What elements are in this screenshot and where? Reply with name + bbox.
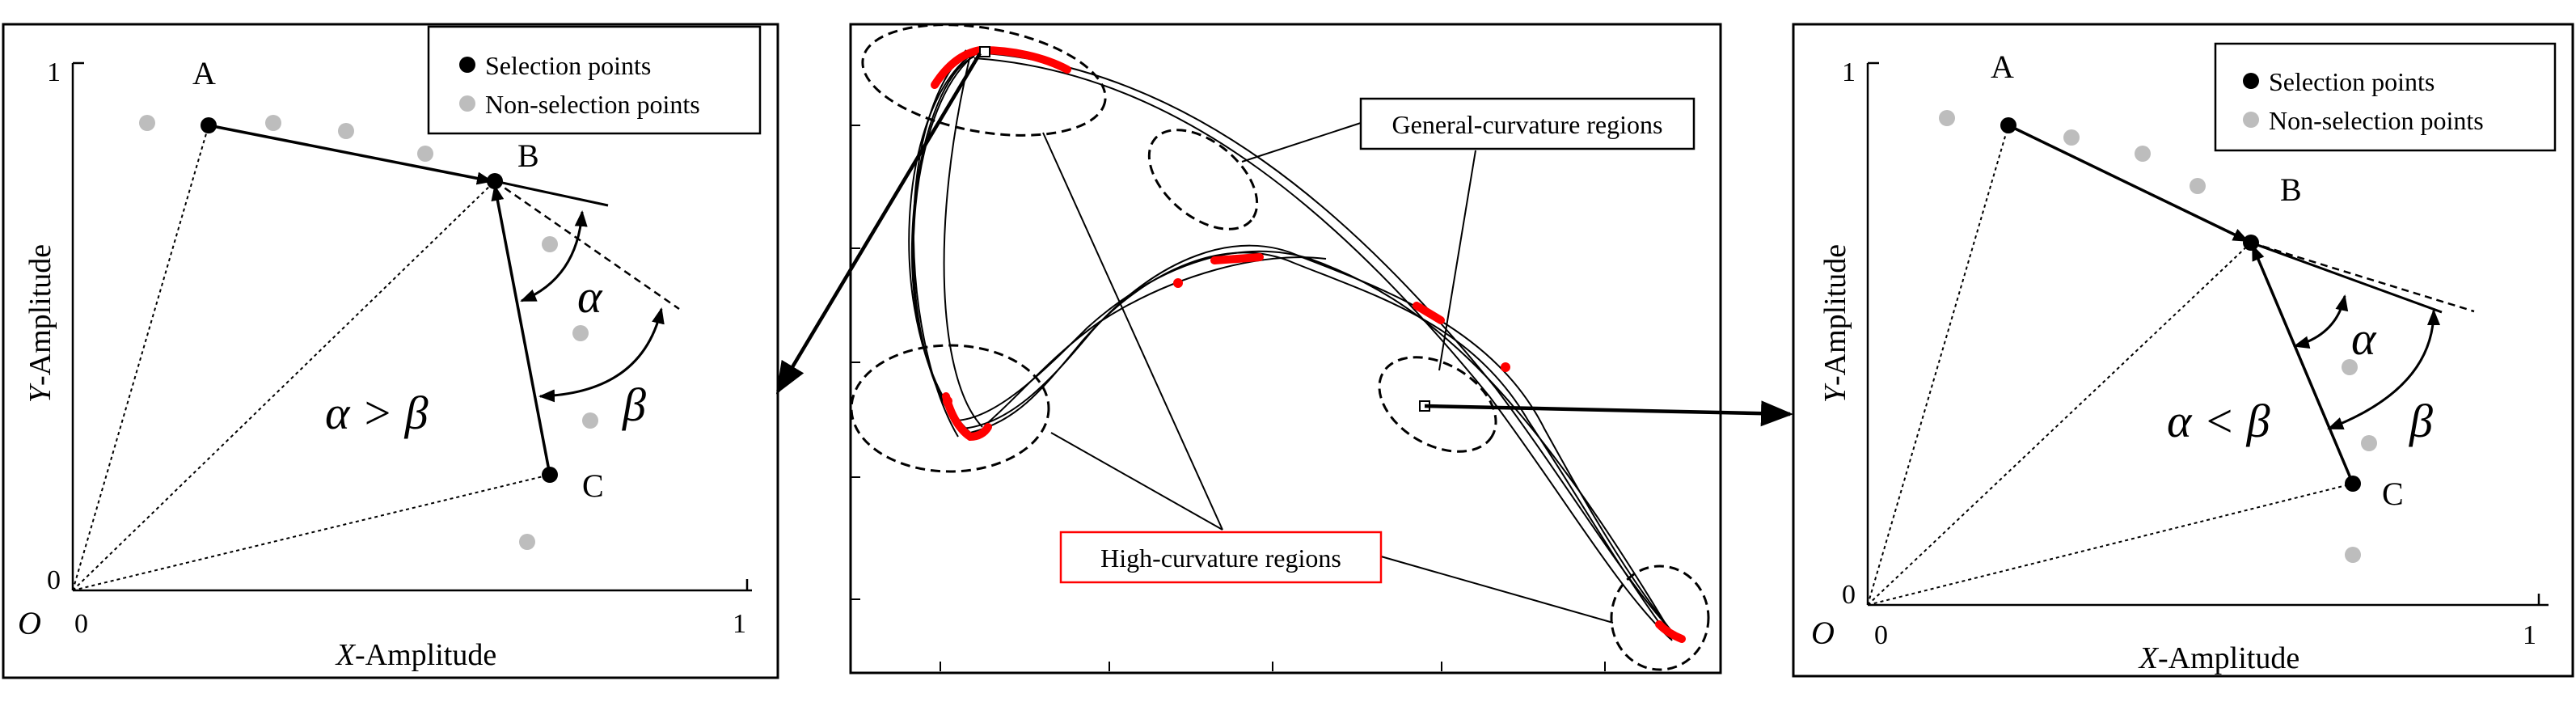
left-relation-label: α > β	[325, 387, 429, 439]
left-label-a: A	[192, 55, 216, 91]
middle-panel: General-curvature regions High-curvature…	[849, 23, 1722, 675]
right-panel-frame	[1792, 23, 2574, 678]
high-curvature-ellipse-left	[850, 344, 1050, 473]
left-non-selection-point	[417, 146, 433, 162]
right-x-tick-right: 1	[2523, 620, 2536, 650]
left-point-c	[542, 467, 558, 483]
left-panel: 1 0 0 1 O X-Amplitude Y-Amplitude Select…	[2, 23, 779, 679]
right-segment-cb	[2251, 244, 2354, 484]
right-y-tick-bottom: 0	[1842, 580, 1856, 610]
high-curvature-dot	[1501, 362, 1510, 372]
left-legend-non-selection-dot	[459, 95, 475, 112]
right-legend-selection-label: Selection points	[2269, 67, 2435, 96]
high-curvature-label-box	[1059, 531, 1383, 584]
left-point-a	[201, 117, 217, 133]
right-segment-ab	[2008, 124, 2249, 243]
left-x-tick-left: 0	[74, 609, 88, 639]
right-legend-box	[2214, 42, 2557, 152]
left-legend-selection-dot	[459, 57, 475, 73]
connector-arrow-left	[775, 52, 982, 395]
left-tangent-line	[494, 180, 609, 207]
left-ray-oa	[72, 125, 209, 591]
left-label-b: B	[517, 137, 539, 174]
origin-square-marker	[979, 46, 990, 57]
right-legend-selection-dot	[2243, 73, 2259, 89]
high-curvature-ellipse-top	[861, 23, 1107, 137]
right-point-a	[2000, 117, 2016, 133]
left-non-selection-point	[572, 325, 589, 341]
right-tangent-line	[2250, 241, 2443, 314]
right-extension-line	[2250, 241, 2475, 313]
right-alpha-arc	[2293, 294, 2349, 349]
left-legend-non-selection-label: Non-selection points	[485, 90, 700, 119]
left-y-axis-label: Y-Amplitude	[23, 244, 57, 403]
right-label-c: C	[2382, 476, 2404, 512]
right-ray-oa	[1867, 125, 2009, 606]
right-ray-oc	[1867, 483, 2354, 606]
left-segment-cb	[491, 184, 551, 476]
right-legend-non-selection-label: Non-selection points	[2269, 106, 2484, 135]
right-non-selection-point	[2190, 178, 2206, 194]
high-curvature-ellipse-right	[1610, 565, 1710, 671]
left-non-selection-point	[139, 115, 155, 131]
left-non-selection-point	[519, 534, 535, 550]
right-beta-label: β	[2409, 395, 2433, 447]
general-curvature-label-box	[1359, 97, 1696, 150]
left-x-axis-label: X-Amplitude	[335, 638, 496, 672]
right-relation-label: α < β	[2167, 395, 2270, 447]
general-curvature-label: General-curvature regions	[1392, 110, 1663, 139]
right-beta-arc	[2327, 309, 2440, 430]
left-beta-label: β	[622, 378, 646, 431]
left-point-b	[487, 173, 503, 189]
right-non-selection-point	[1939, 110, 1955, 126]
right-point-c	[2345, 476, 2361, 492]
right-non-selection-point	[2063, 129, 2080, 146]
trajectory-curves	[908, 49, 1676, 641]
right-legend-non-selection-dot	[2243, 112, 2259, 128]
left-non-selection-point	[265, 115, 281, 131]
left-y-tick-top: 1	[47, 57, 61, 87]
high-curvature-segments	[931, 46, 1686, 643]
right-label-a: A	[1991, 49, 2014, 85]
right-x-axis-label: X-Amplitude	[2138, 641, 2299, 675]
left-non-selection-point	[542, 236, 558, 252]
right-point-b	[2243, 235, 2259, 251]
left-panel-frame	[2, 23, 779, 679]
general-curvature-ellipse-upper	[1147, 129, 1259, 230]
left-ray-ob	[72, 180, 496, 591]
left-x-tick-right: 1	[733, 609, 746, 639]
right-label-b: B	[2280, 171, 2302, 208]
left-label-c: C	[582, 467, 604, 504]
left-beta-arc	[538, 307, 665, 403]
left-segment-ab	[208, 124, 493, 185]
left-legend-box	[427, 25, 762, 135]
high-curvature-dot	[943, 396, 952, 406]
left-origin-label: O	[18, 605, 41, 641]
right-y-tick-top: 1	[1842, 57, 1856, 87]
right-y-axis-label: Y-Amplitude	[1818, 244, 1852, 403]
right-non-selection-point	[2135, 146, 2151, 162]
callout-lines	[1042, 122, 1614, 624]
left-y-tick-bottom: 0	[47, 565, 61, 595]
right-non-selection-point	[2345, 547, 2361, 563]
connector-arrow-right	[1424, 400, 1793, 427]
high-curvature-label: High-curvature regions	[1100, 543, 1341, 573]
middle-axis-ticks	[851, 125, 1606, 671]
left-alpha-label: α	[577, 270, 603, 323]
high-curvature-dot	[1173, 278, 1183, 288]
right-origin-label: O	[1811, 615, 1835, 651]
right-x-tick-left: 0	[1874, 620, 1888, 650]
left-non-selection-point	[338, 123, 354, 139]
left-ray-oc	[72, 474, 551, 591]
left-legend-selection-label: Selection points	[485, 51, 651, 80]
right-non-selection-point	[2361, 435, 2377, 451]
general-curvature-ellipse-lower	[1378, 356, 1497, 453]
middle-panel-frame	[849, 23, 1722, 675]
right-alpha-label: α	[2351, 312, 2377, 365]
left-non-selection-point	[582, 412, 598, 429]
right-panel: 1 0 0 1 O X-Amplitude Y-Amplitude Select…	[1792, 23, 2574, 678]
left-alpha-arc	[520, 210, 588, 302]
